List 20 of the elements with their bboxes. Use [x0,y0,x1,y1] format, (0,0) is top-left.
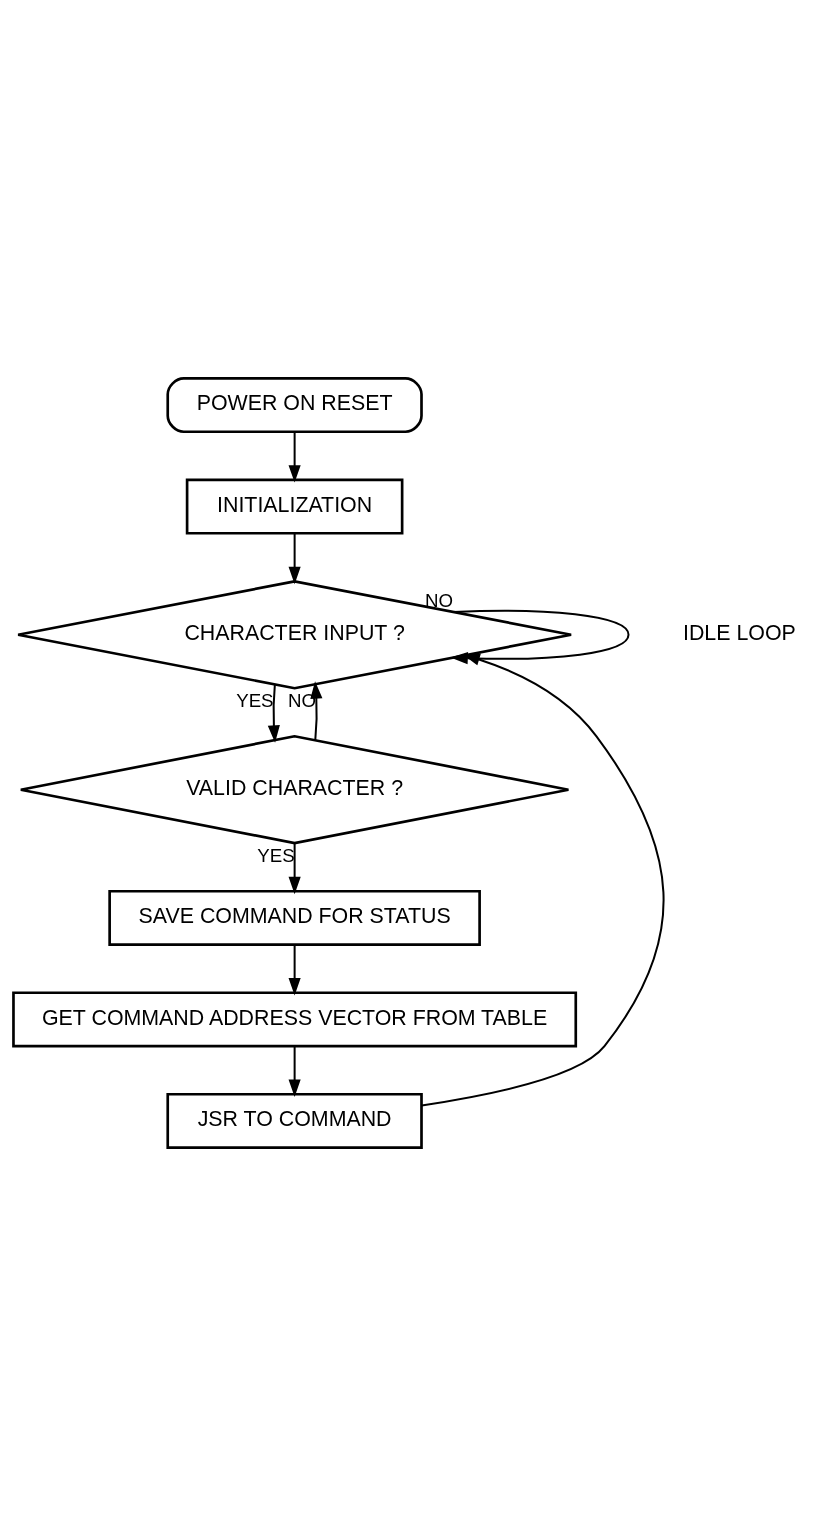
node-diamond: VALID CHARACTER ? [19,734,570,845]
node-box: GET COMMAND ADDRESS VECTOR FROM TABLE [12,991,578,1048]
edge-label: YES [257,845,295,867]
node-box: POWER ON RESET [166,377,423,434]
edge-label: YES [236,690,274,712]
arrow [267,683,280,743]
edge-label: NO [287,689,316,711]
arrow [288,532,301,585]
label: IDLE LOOP [682,620,796,645]
arrow [420,653,665,1107]
arrow [288,943,301,996]
arrow [288,1045,301,1097]
node-box: INITIALIZATION [185,478,404,535]
arrow [450,609,630,665]
edge-label: NO [425,589,454,611]
node-box: SAVE COMMAND FOR STATUS [108,889,481,946]
arrow [288,430,301,483]
arrow [310,681,323,741]
node-box: JSR TO COMMAND [166,1092,423,1149]
arrow [288,842,301,895]
